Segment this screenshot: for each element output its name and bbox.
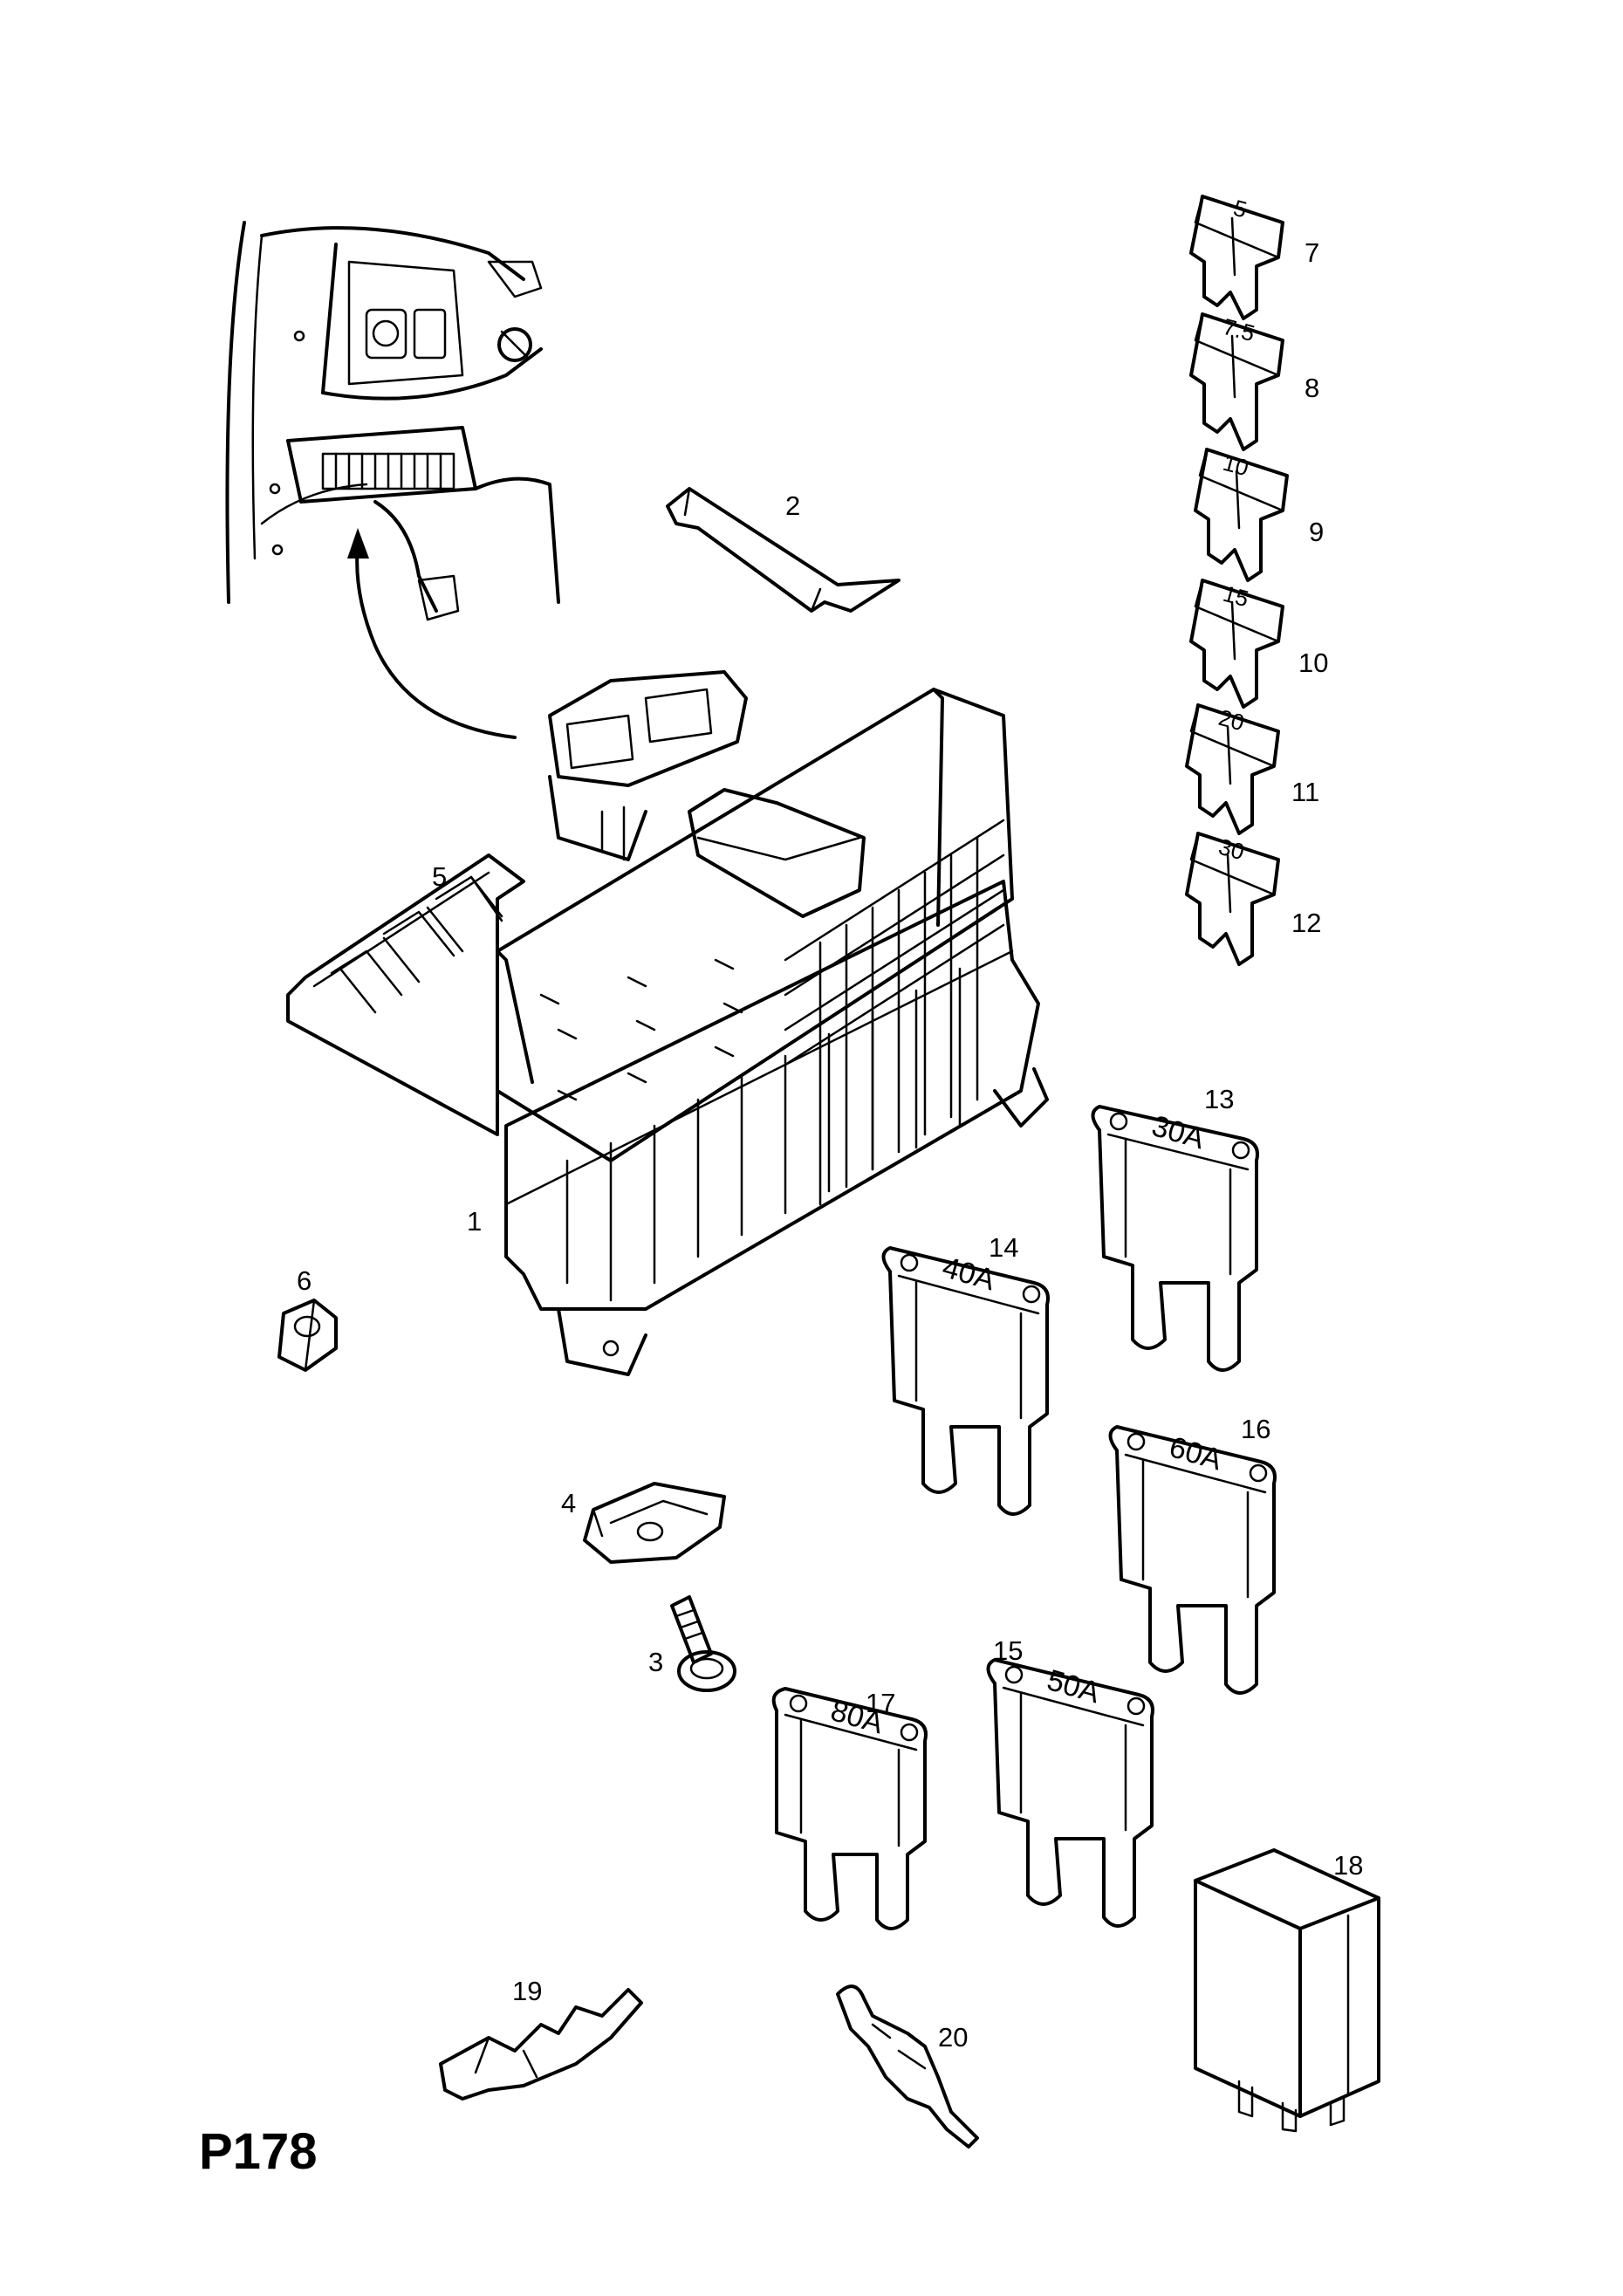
mounting-bracket bbox=[583, 1482, 726, 1564]
callout-15: 15 bbox=[993, 1635, 1023, 1666]
retaining-clip bbox=[666, 487, 901, 613]
callout-6: 6 bbox=[297, 1265, 312, 1296]
callout-5: 5 bbox=[432, 861, 447, 892]
callout-1: 1 bbox=[467, 1206, 482, 1237]
callout-16: 16 bbox=[1241, 1414, 1270, 1444]
fuse-14 bbox=[881, 1246, 1050, 1516]
callout-11: 11 bbox=[1291, 777, 1319, 807]
fuse-16-rating: 60A bbox=[1166, 1430, 1226, 1477]
terminal-20 bbox=[836, 1984, 979, 2149]
fuse-13-rating: 30A bbox=[1148, 1109, 1209, 1155]
relay bbox=[1194, 1848, 1380, 2133]
callout-8: 8 bbox=[1305, 373, 1319, 403]
callout-12: 12 bbox=[1291, 908, 1321, 938]
callout-20: 20 bbox=[938, 2022, 968, 2053]
callout-19: 19 bbox=[512, 1976, 542, 2006]
fuse-9-rating: 10 bbox=[1220, 449, 1251, 481]
fuse-7-rating: 5 bbox=[1230, 195, 1250, 223]
fuse-16 bbox=[1108, 1425, 1277, 1695]
fuse-8-rating: 7.5 bbox=[1220, 313, 1257, 346]
callout-18: 18 bbox=[1333, 1850, 1363, 1881]
callout-4: 4 bbox=[561, 1488, 576, 1518]
fuse-12-rating: 30 bbox=[1216, 833, 1247, 865]
callout-17: 17 bbox=[866, 1688, 895, 1718]
callout-2: 2 bbox=[785, 490, 800, 521]
callout-3: 3 bbox=[648, 1647, 663, 1677]
terminal-19 bbox=[439, 1988, 643, 2101]
fuse-10-rating: 15 bbox=[1220, 580, 1251, 612]
callout-14: 14 bbox=[989, 1232, 1018, 1263]
fuse-15-rating: 50A bbox=[1044, 1663, 1104, 1710]
fuse-relay-box bbox=[286, 670, 1049, 1376]
fuse-11-rating: 20 bbox=[1216, 704, 1247, 736]
fuse-7 bbox=[1189, 195, 1284, 320]
connector-grid bbox=[784, 819, 1005, 1206]
callout-13: 13 bbox=[1204, 1084, 1234, 1114]
fuse-11 bbox=[1185, 703, 1280, 835]
fuse-15 bbox=[986, 1658, 1154, 1928]
hex-nut bbox=[277, 1299, 338, 1372]
callout-9: 9 bbox=[1309, 517, 1324, 547]
callout-7: 7 bbox=[1305, 237, 1319, 268]
page-code: P178 bbox=[199, 2123, 317, 2180]
screw bbox=[670, 1595, 736, 1692]
fuse-10 bbox=[1189, 579, 1284, 709]
fuse-12 bbox=[1185, 832, 1280, 966]
vehicle-location-inset bbox=[225, 221, 560, 739]
fuse-slot-row bbox=[321, 452, 455, 490]
fuse-13 bbox=[1091, 1105, 1259, 1372]
fuse-9 bbox=[1194, 448, 1289, 582]
fuse-17 bbox=[771, 1687, 928, 1930]
callout-10: 10 bbox=[1298, 648, 1328, 678]
fuse-8 bbox=[1189, 312, 1284, 451]
